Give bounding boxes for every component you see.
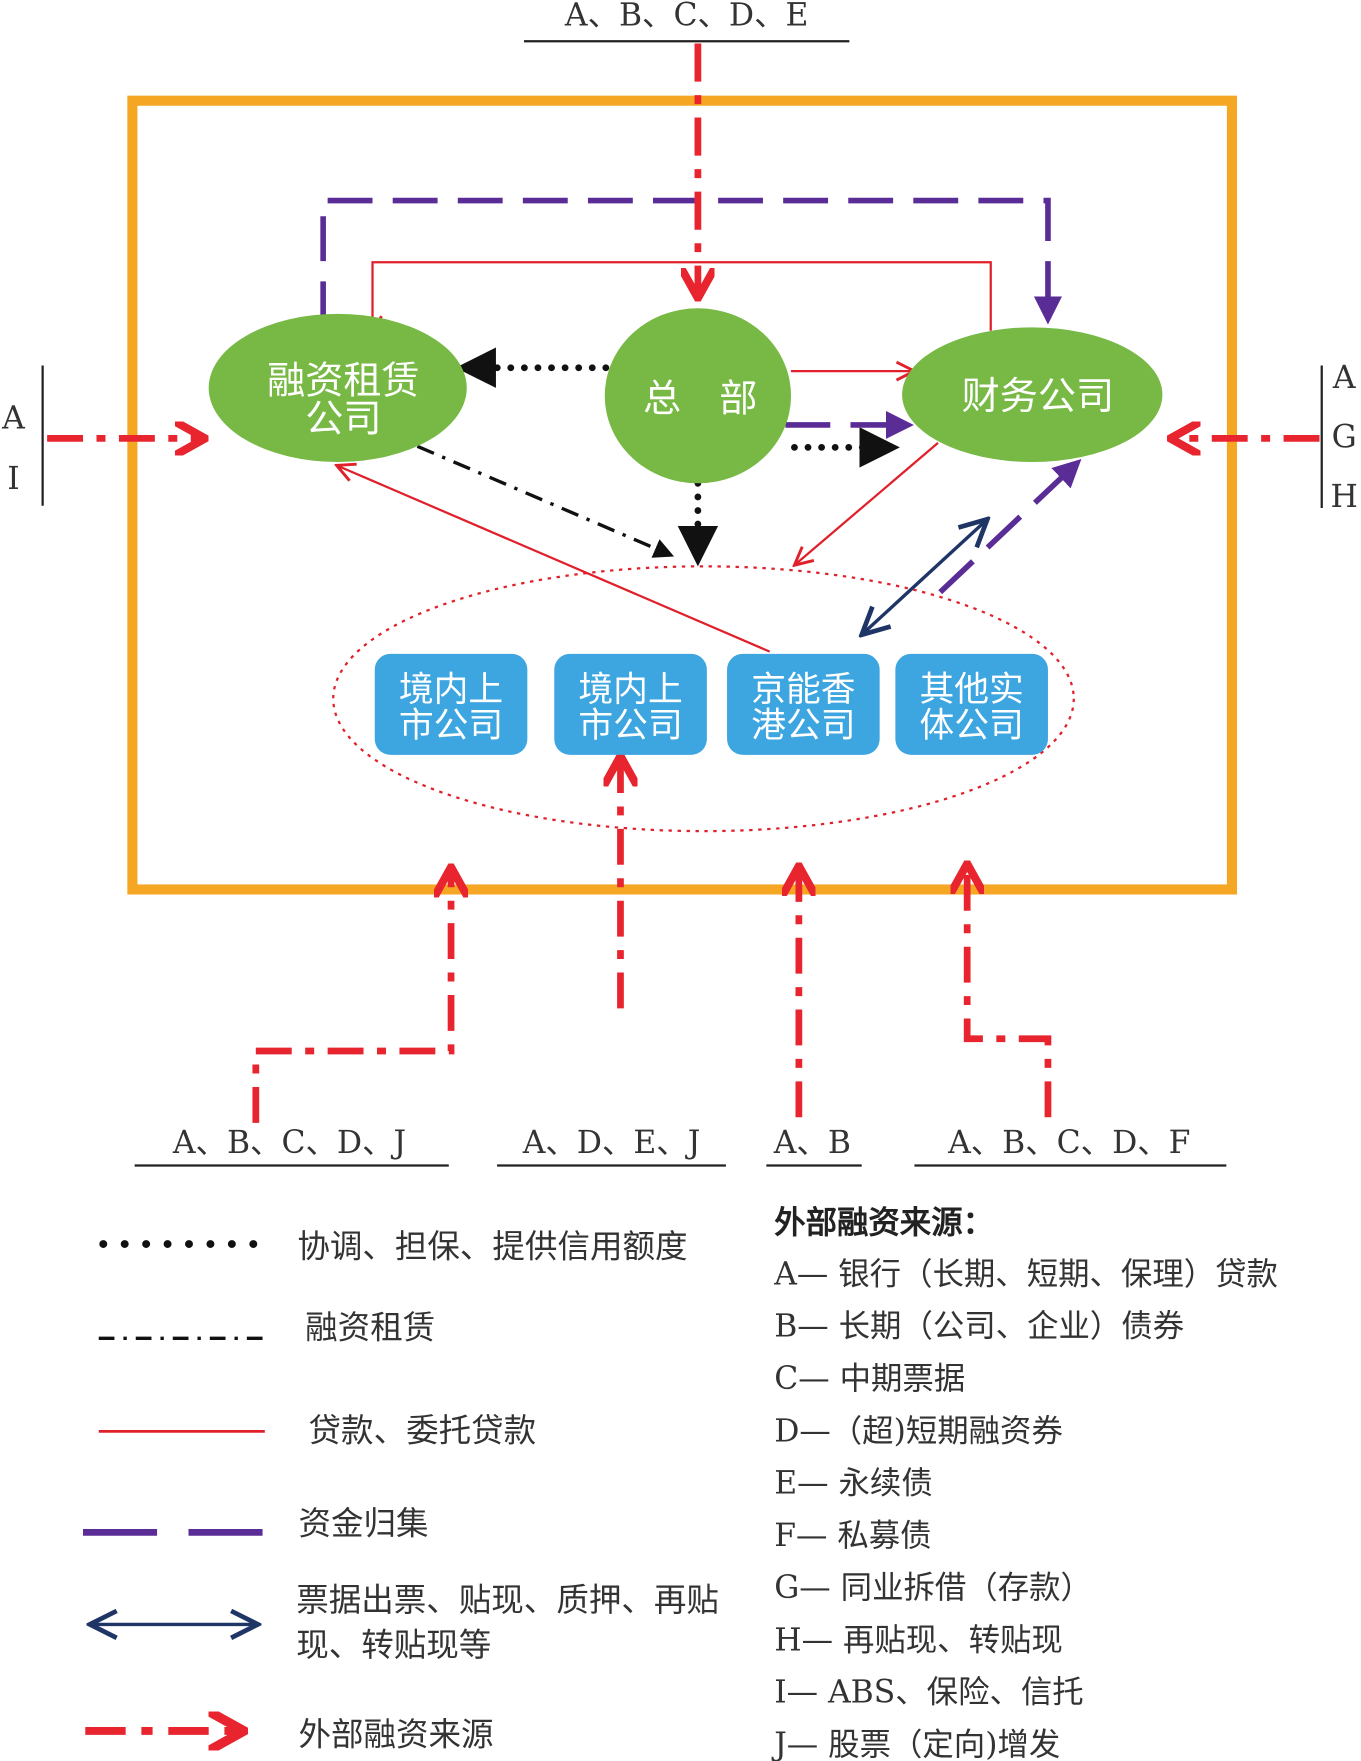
group-boundary-frame (127, 95, 1238, 895)
external-sources-list: A— 银行（长期、短期、保理）贷款 B— 长期（公司、企业）债券 C— 中期票据 D—… (771, 1256, 1278, 1761)
source-label-left-top: A (1, 400, 25, 436)
external-source-item: J— 股票（定向)增发 (771, 1727, 1060, 1761)
legend-bills-label-1: 票据出票、贴现、质押、再贴 (296, 1581, 719, 1619)
loan-arrow-hk-to-leasing (337, 465, 771, 653)
headquarters-label: 总 部 (643, 376, 757, 420)
subsidiary-node-domestic-listed-2[interactable] (554, 653, 707, 755)
legend-coordination-label: 协调、担保、提供信用额度 (297, 1227, 687, 1265)
legend-loan-label: 贷款、委托贷款 (309, 1412, 537, 1450)
legend-leasing-label: 融资租赁 (305, 1308, 435, 1346)
external-source-item: F— 私募债 (774, 1518, 931, 1554)
loan-arrow-finance-to-leasing (373, 261, 992, 334)
external-source-item: H— 再贴现、转贴现 (774, 1622, 1063, 1658)
subsidiary-label-3a: 京能香 (751, 670, 855, 710)
finance-company-node[interactable] (902, 327, 1163, 462)
subsidiary-label-2a: 境内上 (578, 670, 682, 710)
source-label-top: A、B、C、D、E (564, 0, 809, 34)
pooling-arrow-subsidiaries-to-finance (938, 458, 1082, 595)
leasing-company-label-2: 公司 (305, 397, 381, 441)
external-source-item: E— 永续债 (774, 1466, 933, 1502)
subsidiary-node-hong-kong[interactable] (727, 653, 880, 755)
subsidiary-label-4b: 体公司 (920, 706, 1024, 746)
source-label-right-3: H (1330, 479, 1357, 515)
external-arrow-bottom-4 (967, 867, 1052, 1118)
source-label-bottom-2: A、D、E、J (522, 1125, 701, 1161)
subsidiaries-group-boundary (332, 565, 1075, 833)
subsidiary-label-1a: 境内上 (399, 670, 503, 710)
source-label-bottom-3: A、B (773, 1125, 851, 1161)
bills-arrow-hk-finance (862, 519, 988, 635)
external-source-item: G— 同业拆借（存款） (774, 1570, 1092, 1606)
pooling-arrow-leasing-to-finance (320, 197, 1062, 327)
source-label-right-1: A (1332, 360, 1356, 396)
headquarters-node[interactable] (604, 308, 792, 484)
finance-company-label: 财务公司 (962, 374, 1115, 418)
external-source-item: B— 长期（公司、企业）债券 (774, 1309, 1184, 1345)
source-label-bottom-1: A、B、C、D、J (172, 1125, 406, 1161)
subsidiary-label-3b: 港公司 (751, 706, 855, 746)
source-label-bottom-4: A、B、C、D、F (947, 1125, 1190, 1161)
legend-external-label: 外部融资来源 (298, 1716, 493, 1754)
external-arrow-bottom-1 (252, 870, 451, 1123)
leasing-company-label-1: 融资租赁 (267, 359, 420, 403)
external-source-item: A— 银行（长期、短期、保理）贷款 (773, 1256, 1278, 1292)
legend-pooling-label: 资金归集 (298, 1505, 428, 1543)
subsidiary-node-domestic-listed-1[interactable] (374, 653, 528, 755)
subsidiary-label-1b: 市公司 (399, 706, 503, 746)
external-source-item: C— 中期票据 (774, 1361, 965, 1397)
source-label-left-bottom: I (7, 461, 19, 497)
subsidiary-label-2b: 市公司 (578, 706, 682, 746)
source-label-right-2: G (1332, 419, 1357, 455)
leasing-arrow-to-subsidiaries (416, 444, 675, 558)
external-sources-title: 外部融资来源： (774, 1205, 994, 1241)
loan-arrow-finance-to-subsidiaries (794, 442, 939, 565)
subsidiary-node-other-entities[interactable] (895, 653, 1048, 755)
leasing-company-node[interactable] (208, 313, 467, 462)
external-source-item: D—（超)短期融资券 (774, 1413, 1063, 1449)
subsidiary-label-4a: 其他实 (920, 670, 1024, 710)
legend-bills-label-2: 现、转贴现等 (296, 1626, 491, 1664)
external-source-item: I— ABS、保险、信托 (774, 1675, 1084, 1711)
